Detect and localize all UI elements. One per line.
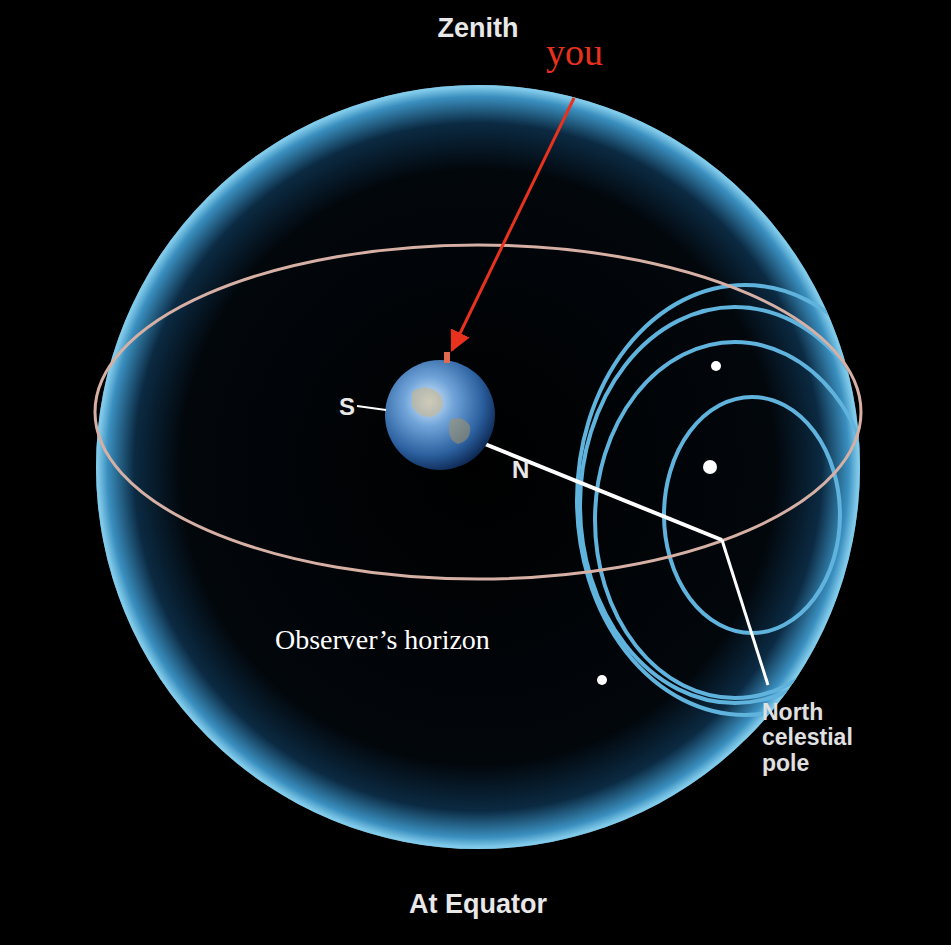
star (597, 675, 607, 685)
you-arrow (452, 98, 574, 350)
celestial-sphere (96, 85, 860, 849)
horizon-label: Observer’s horizon (275, 625, 490, 656)
star-trail (664, 397, 840, 633)
star (703, 460, 717, 474)
pole-leader (722, 540, 768, 685)
south-leader (357, 406, 386, 410)
star (711, 361, 721, 371)
sphere-rim (97, 86, 859, 848)
pole-label: North celestial pole (762, 700, 892, 776)
zenith-label: Zenith (438, 14, 519, 44)
north-label: N (512, 457, 529, 483)
earth-land (449, 418, 470, 444)
south-label: S (339, 394, 355, 420)
star-trail (595, 342, 875, 698)
earth-land (412, 387, 443, 416)
earth (385, 360, 495, 470)
observer-label: you (546, 32, 603, 74)
polar-axis (470, 438, 722, 540)
observer-marker (444, 352, 450, 363)
star-trail (580, 307, 890, 703)
equator-label: At Equator (409, 890, 547, 920)
